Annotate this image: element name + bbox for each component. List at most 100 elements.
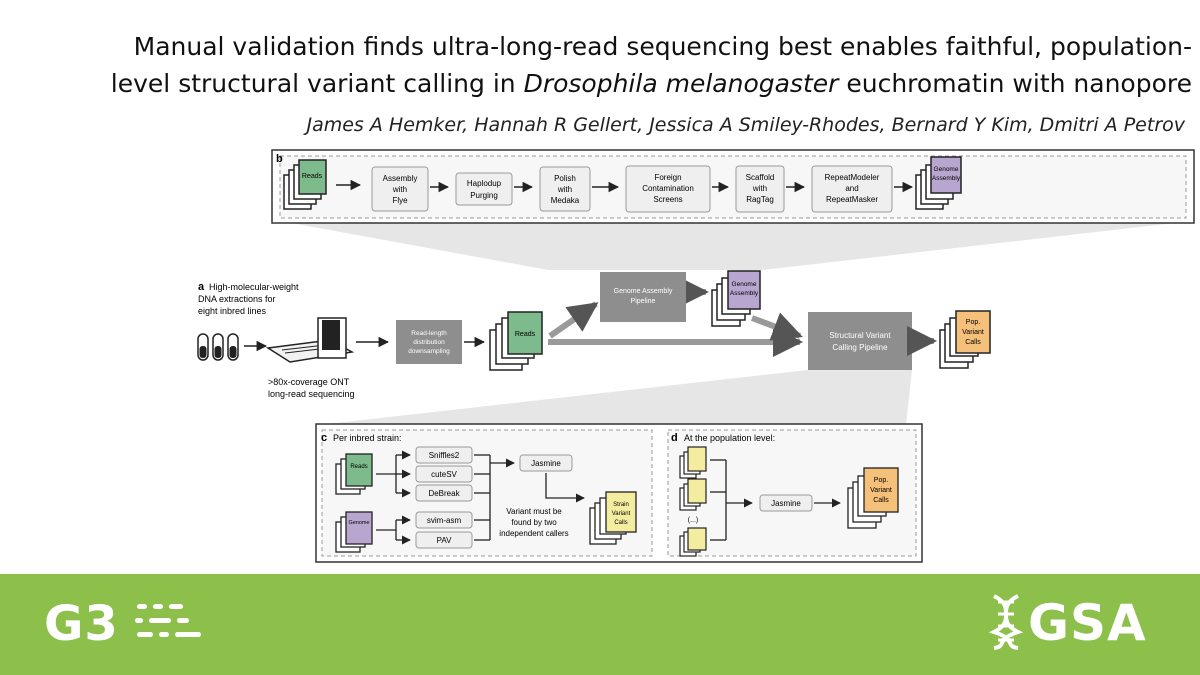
panel-d-strain-stack-2 [679, 478, 707, 511]
step-6-line-3: RepeatMasker [826, 195, 878, 204]
step-5-line-1: Scaffold [746, 173, 775, 182]
panel-a-pop-line-1: Pop. [966, 319, 980, 326]
caller-debreak-label: DeBreak [428, 489, 460, 498]
panel-a-intro-2: DNA extractions for [198, 294, 276, 304]
panel-c-heading: Per inbred strain: [333, 433, 402, 443]
panel-a-assembly-line-2: Assembly [730, 290, 759, 297]
panel-a-reads-stack: Reads [489, 311, 543, 371]
panel-d-jasmine-label: Jasmine [771, 499, 801, 508]
caller-cutesv: cuteSV [415, 465, 473, 483]
panel-c-jasmine: Jasmine [519, 454, 573, 472]
strain-calls-line-1: Strain [613, 502, 629, 508]
step-5-line-2: with [752, 184, 767, 193]
sv-calling-pipeline-box: Structural Variant Calling Pipeline [808, 312, 912, 370]
step-4-line-2: Contamination [642, 184, 694, 193]
step-1-line-2: with [392, 185, 407, 194]
g3-journal-logo: G3 [44, 596, 119, 652]
step-polish-medaka: Polish with Medaka [539, 166, 591, 212]
caller-pav: PAV [415, 531, 473, 549]
panel-b-assembly-stack: Genome Assembly [915, 156, 962, 210]
step-3-line-3: Medaka [551, 196, 580, 205]
panel-d-ellipsis: (...) [688, 517, 699, 524]
step-1-line-3: Flye [392, 196, 408, 205]
dna-tubes-icon [197, 333, 239, 361]
title-line-2-start: level structural variant calling in [110, 69, 524, 98]
caller-svim-asm: svim-asm [415, 511, 473, 529]
panel-d-pop-line-3: Calls [873, 497, 889, 504]
panel-b-label: b [276, 153, 283, 165]
panel-d-strain-stack-1 [679, 446, 707, 479]
title-line-1: Manual validation finds ultra-long-read … [133, 32, 1192, 61]
panel-b: b Reads Assembly with Flye Haplodup Purg… [271, 149, 1195, 224]
panel-c-note-3: independent callers [499, 529, 568, 538]
downsample-line-3: downsampling [408, 348, 450, 355]
panel-a-intro-3: eight inbred lines [198, 306, 267, 316]
sv-pipeline-line-2: Calling Pipeline [832, 343, 888, 352]
author-list: James A Hemker, Hannah R Gellert, Jessic… [306, 114, 1185, 136]
step-scaffold-ragtag: Scaffold with RagTag [735, 165, 785, 213]
step-3-line-1: Polish [554, 174, 576, 183]
title-line-2: level structural variant calling in Dros… [0, 65, 1192, 102]
caller-sniffles2: Sniffles2 [415, 446, 473, 464]
panel-c-assembly-label: Genome [348, 520, 369, 526]
panel-d-pop-calls-stack: Pop. Variant Calls [847, 467, 899, 529]
dna-helix-icon [988, 594, 1024, 650]
assembly-pipeline-line-2: Pipeline [631, 298, 656, 305]
caller-sniffles2-label: Sniffles2 [429, 451, 460, 460]
panel-d-pop-line-2: Variant [870, 487, 892, 494]
panel-d-jasmine: Jasmine [759, 494, 813, 512]
panel-a: a High-molecular-weight DNA extractions … [197, 270, 991, 399]
step-repeatmodeler: RepeatModeler and RepeatMasker [811, 165, 893, 213]
step-2-line-2: Purging [470, 191, 498, 200]
panel-c-reads-label: Reads [350, 464, 367, 470]
panel-a-intro-1: High-molecular-weight [209, 282, 299, 292]
zoom-cone-cd [318, 370, 912, 425]
assembly-pipeline-line-1: Genome Assembly [614, 288, 673, 295]
step-4-line-3: Screens [653, 195, 682, 204]
panel-d-label: d [671, 432, 678, 444]
strain-calls-line-3: Calls [614, 520, 627, 526]
caller-svim-asm-label: svim-asm [427, 516, 462, 525]
panel-d: d At the population level: (...) Jasmine [667, 429, 917, 557]
step-haplodup-purging: Haplodup Purging [455, 172, 513, 206]
sequencer-icon [265, 317, 355, 363]
step-5-line-3: RagTag [746, 195, 774, 204]
genome-assembly-pipeline-box: Genome Assembly Pipeline [600, 272, 686, 322]
species-name: Drosophila melanogaster [523, 69, 839, 98]
panel-d-strain-stack-3 [679, 527, 707, 557]
strain-calls-stack: Strain Variant Calls [589, 491, 637, 545]
panel-d-pop-line-1: Pop. [874, 477, 888, 484]
strain-calls-line-2: Variant [612, 511, 631, 517]
sv-pipeline-line-1: Structural Variant [829, 331, 891, 340]
panel-a-label: a [198, 281, 205, 293]
panel-c-note-1: Variant must be [506, 507, 562, 516]
panel-c: c Per inbred strain: Reads Genome Sniffl… [321, 429, 653, 557]
step-6-line-2: and [845, 184, 858, 193]
caller-cutesv-label: cuteSV [431, 470, 457, 479]
gsa-society-logo: GSA [1028, 594, 1147, 652]
step-1-line-1: Assembly [383, 174, 418, 183]
step-3-line-2: with [557, 185, 572, 194]
panel-a-reads-label: Reads [515, 331, 536, 338]
figure-title: Manual validation finds ultra-long-read … [0, 28, 1192, 102]
panel-b-reads-label: Reads [302, 173, 323, 180]
downsampling-box: Read-length distribution downsampling [396, 320, 462, 364]
step-4-line-1: Foreign [654, 173, 681, 182]
g3-bars-icon [135, 604, 201, 637]
downsample-line-1: Read-length [411, 330, 447, 337]
panel-c-jasmine-label: Jasmine [531, 459, 561, 468]
panel-a-pop-calls-stack: Pop. Variant Calls [939, 310, 991, 369]
step-assembly-flye: Assembly with Flye [371, 166, 429, 212]
panel-a-pop-line-3: Calls [965, 339, 981, 346]
panel-c-note-2: found by two [511, 518, 557, 527]
caller-pav-label: PAV [437, 536, 452, 545]
panel-c-reads-stack: Reads [335, 453, 373, 495]
panel-a-assembly-stack: Genome Assembly [711, 270, 761, 327]
panel-c-label: c [321, 432, 327, 444]
panel-a-pop-line-2: Variant [962, 329, 984, 336]
step-6-line-1: RepeatModeler [825, 173, 880, 182]
panel-b-reads-stack: Reads [283, 159, 327, 210]
panel-a-assembly-line-1: Genome [732, 281, 757, 288]
title-line-2-end: euchromatin with nanopore [838, 69, 1192, 98]
